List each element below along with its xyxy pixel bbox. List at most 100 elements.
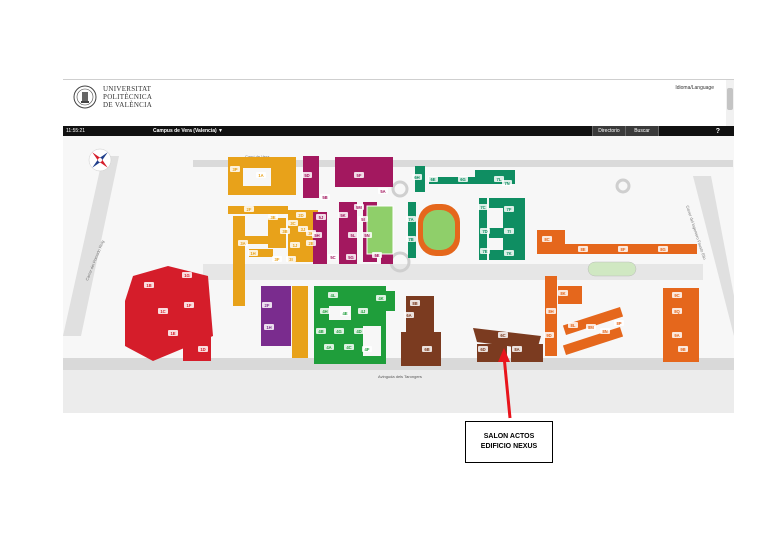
building-zone-red[interactable] [125, 266, 213, 361]
building-code-1a[interactable]: 1A [258, 173, 263, 178]
building-code-1h[interactable]: 1H [266, 325, 271, 330]
building-code-4j[interactable]: 4J [361, 309, 366, 314]
building-code-6c[interactable]: 6C [500, 333, 505, 338]
building-code-4l[interactable]: 4L [331, 293, 336, 298]
building-code-8f[interactable]: 8F [621, 247, 626, 252]
building-1h[interactable] [268, 218, 286, 248]
building-code-4e[interactable]: 4E [342, 311, 347, 316]
building-code-3i[interactable]: 3I [289, 257, 293, 262]
building-code-1e[interactable]: 1E [170, 331, 175, 336]
building-code-5e[interactable]: 5E [374, 253, 379, 258]
building-code-3b[interactable]: 3B [282, 229, 287, 234]
building-code-9d[interactable]: 9D [546, 333, 551, 338]
building-code-3j[interactable]: 3J [301, 227, 306, 232]
building-code-3e[interactable]: 3E [270, 215, 275, 220]
upv-logo[interactable]: UNIVERSITAT POLITÈCNICA DE VALÈNCIA [73, 84, 152, 110]
building-code-5m[interactable]: 5M [356, 205, 362, 210]
building-code-5i[interactable]: 5I [361, 217, 365, 222]
help-button[interactable]: ? [658, 126, 728, 136]
compass-icon[interactable] [88, 148, 112, 172]
building-code-7i[interactable]: 7I [507, 229, 511, 234]
campus-selector[interactable]: Campus de Vera (Valencia) ▼ [153, 128, 223, 134]
language-link[interactable]: Idioma/Language [675, 85, 714, 91]
building-6a[interactable] [401, 332, 441, 366]
building-code-5b[interactable]: 5B [322, 195, 327, 200]
building-code-4c[interactable]: 4C [346, 345, 351, 350]
directory-button[interactable]: Directorio [592, 126, 625, 136]
building-code-4f[interactable]: 4F [365, 347, 370, 352]
building-code-4h[interactable]: 4H [322, 309, 327, 314]
building-code-6d[interactable]: 6D [480, 347, 485, 352]
building-code-4d[interactable]: 4D [356, 329, 361, 334]
building-5f[interactable] [335, 157, 393, 187]
building-2f-purple[interactable] [261, 286, 291, 346]
building-code-5g[interactable]: 5G [348, 255, 354, 260]
building-code-9b[interactable]: 9B [680, 347, 685, 352]
building-code-6g[interactable]: 6G [460, 177, 466, 182]
building-code-9a[interactable]: 9A [674, 333, 679, 338]
building-7d[interactable] [489, 198, 503, 208]
building-code-1h[interactable]: 1H [250, 251, 255, 256]
building-7a[interactable] [408, 202, 416, 258]
building-zone-green[interactable] [314, 286, 395, 364]
building-code-3c[interactable]: 3C [290, 221, 295, 226]
building-1c[interactable] [183, 321, 211, 361]
building-code-7b[interactable]: 7B [408, 237, 413, 242]
building-code-4b[interactable]: 4B [318, 329, 323, 334]
building-code-7f[interactable]: 7F [507, 207, 512, 212]
building-5e[interactable] [381, 254, 393, 264]
building-code-2f[interactable]: 2F [247, 207, 252, 212]
building-code-1c[interactable]: 1C [160, 309, 165, 314]
building-code-3h[interactable]: 3H [308, 231, 313, 236]
building-code-1f[interactable]: 1F [187, 303, 192, 308]
building-code-8c[interactable]: 8C [544, 237, 549, 242]
building-code-5h[interactable]: 5H [314, 233, 319, 238]
building-code-5f[interactable]: 5F [357, 173, 362, 178]
building-code-6b[interactable]: 6B [424, 347, 429, 352]
building-code-3p[interactable]: 3P [232, 167, 237, 172]
building-code-7n[interactable]: 7N [504, 181, 509, 186]
building-code-5l[interactable]: 5L [351, 233, 356, 238]
building-code-8a[interactable]: 8A [514, 347, 519, 352]
building-code-8e[interactable]: 8E [580, 247, 585, 252]
building-code-1j[interactable]: 1J [293, 243, 298, 248]
building-code-5n[interactable]: 5N [364, 233, 369, 238]
building-code-2d[interactable]: 2D [298, 213, 303, 218]
building-code-3a[interactable]: 3A [240, 241, 245, 246]
building-code-6h[interactable]: 6H [414, 175, 419, 180]
building-code-2f[interactable]: 2F [265, 303, 270, 308]
building-code-6e[interactable]: 6E [430, 177, 435, 182]
building-code-4k[interactable]: 4K [378, 296, 383, 301]
building-code-7e[interactable]: 7E [482, 249, 487, 254]
building-3b[interactable] [228, 206, 288, 214]
building-code-7l[interactable]: 7L [497, 177, 502, 182]
building-code-8k[interactable]: 8K [560, 291, 565, 296]
building-code-9c[interactable]: 9C [674, 293, 679, 298]
building-code-8p[interactable]: 8P [616, 321, 621, 326]
building-2d[interactable] [292, 286, 308, 358]
building-code-7c[interactable]: 7C [480, 205, 485, 210]
building-code-5k[interactable]: 5K [340, 213, 345, 218]
building-2f[interactable] [233, 216, 245, 306]
building-code-8g[interactable]: 8G [660, 247, 666, 252]
campus-map[interactable]: Camí de Vera Avinguda dels Tarongers Car… [63, 136, 734, 413]
building-code-5j[interactable]: 5J [319, 215, 324, 220]
page-scrollbar[interactable] [726, 80, 734, 126]
building-8n[interactable] [562, 306, 624, 336]
building-7e[interactable] [489, 250, 503, 260]
building-code-8l[interactable]: 8L [571, 323, 576, 328]
building-code-1g[interactable]: 1G [184, 273, 190, 278]
building-code-5d[interactable]: 5D [304, 173, 309, 178]
building-code-4a[interactable]: 4A [326, 345, 331, 350]
building-code-1b[interactable]: 1B [146, 283, 151, 288]
building-code-8m[interactable]: 8M [588, 325, 594, 330]
building-code-8n[interactable]: 8N [602, 329, 607, 334]
building-code-8b[interactable]: 8B [412, 301, 417, 306]
building-code-4g[interactable]: 4G [336, 329, 342, 334]
campus-map-canvas[interactable]: Camí de Vera Avinguda dels Tarongers Car… [63, 136, 734, 413]
building-code-7k[interactable]: 7K [506, 251, 511, 256]
scrollbar-thumb[interactable] [727, 88, 733, 110]
building-code-6a[interactable]: 6A [406, 313, 411, 318]
building-code-5c[interactable]: 5C [330, 255, 335, 260]
building-code-2e[interactable]: 2E [308, 241, 313, 246]
